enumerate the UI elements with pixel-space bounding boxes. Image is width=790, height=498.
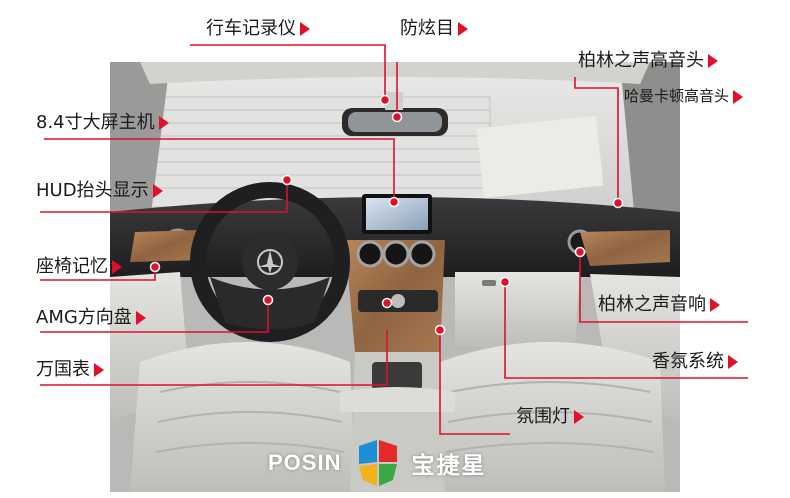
arrow-right-icon: [135, 311, 146, 325]
label-harman-tweeter: 哈曼卡顿高音头: [624, 89, 744, 104]
arrow-right-icon: [728, 355, 738, 369]
label-anti-glare: 防炫目: [400, 20, 468, 38]
arrow-right-icon: [574, 410, 584, 424]
label-burmester-sound: 柏林之声音响: [598, 296, 720, 314]
label-world-clock: 万国表: [36, 361, 104, 379]
arrow-right-icon: [158, 116, 169, 130]
label-burmester-tweeter: 柏林之声高音头: [578, 52, 718, 70]
label-hud: HUD抬头显示: [36, 182, 163, 200]
label-fragrance: 香氛系统: [652, 353, 738, 371]
label-ambient-light: 氛围灯: [516, 408, 584, 426]
brand-watermark: POSIN 宝捷星: [268, 438, 486, 488]
car-interior-photo: [110, 62, 680, 492]
brand-logo-icon: [359, 440, 398, 486]
arrow-right-icon: [710, 298, 720, 312]
label-screen-84: 8.4寸大屏主机: [36, 114, 169, 132]
arrow-right-icon: [300, 22, 310, 36]
label-dash-cam: 行车记录仪: [206, 20, 310, 38]
arrow-right-icon: [733, 89, 744, 104]
arrow-right-icon: [152, 184, 163, 198]
label-seat-memory: 座椅记忆: [36, 258, 122, 276]
label-amg-wheel: AMG方向盘: [36, 309, 146, 327]
arrow-right-icon: [94, 363, 104, 377]
arrow-right-icon: [458, 22, 468, 36]
arrow-right-icon: [708, 54, 718, 68]
arrow-right-icon: [112, 260, 122, 274]
